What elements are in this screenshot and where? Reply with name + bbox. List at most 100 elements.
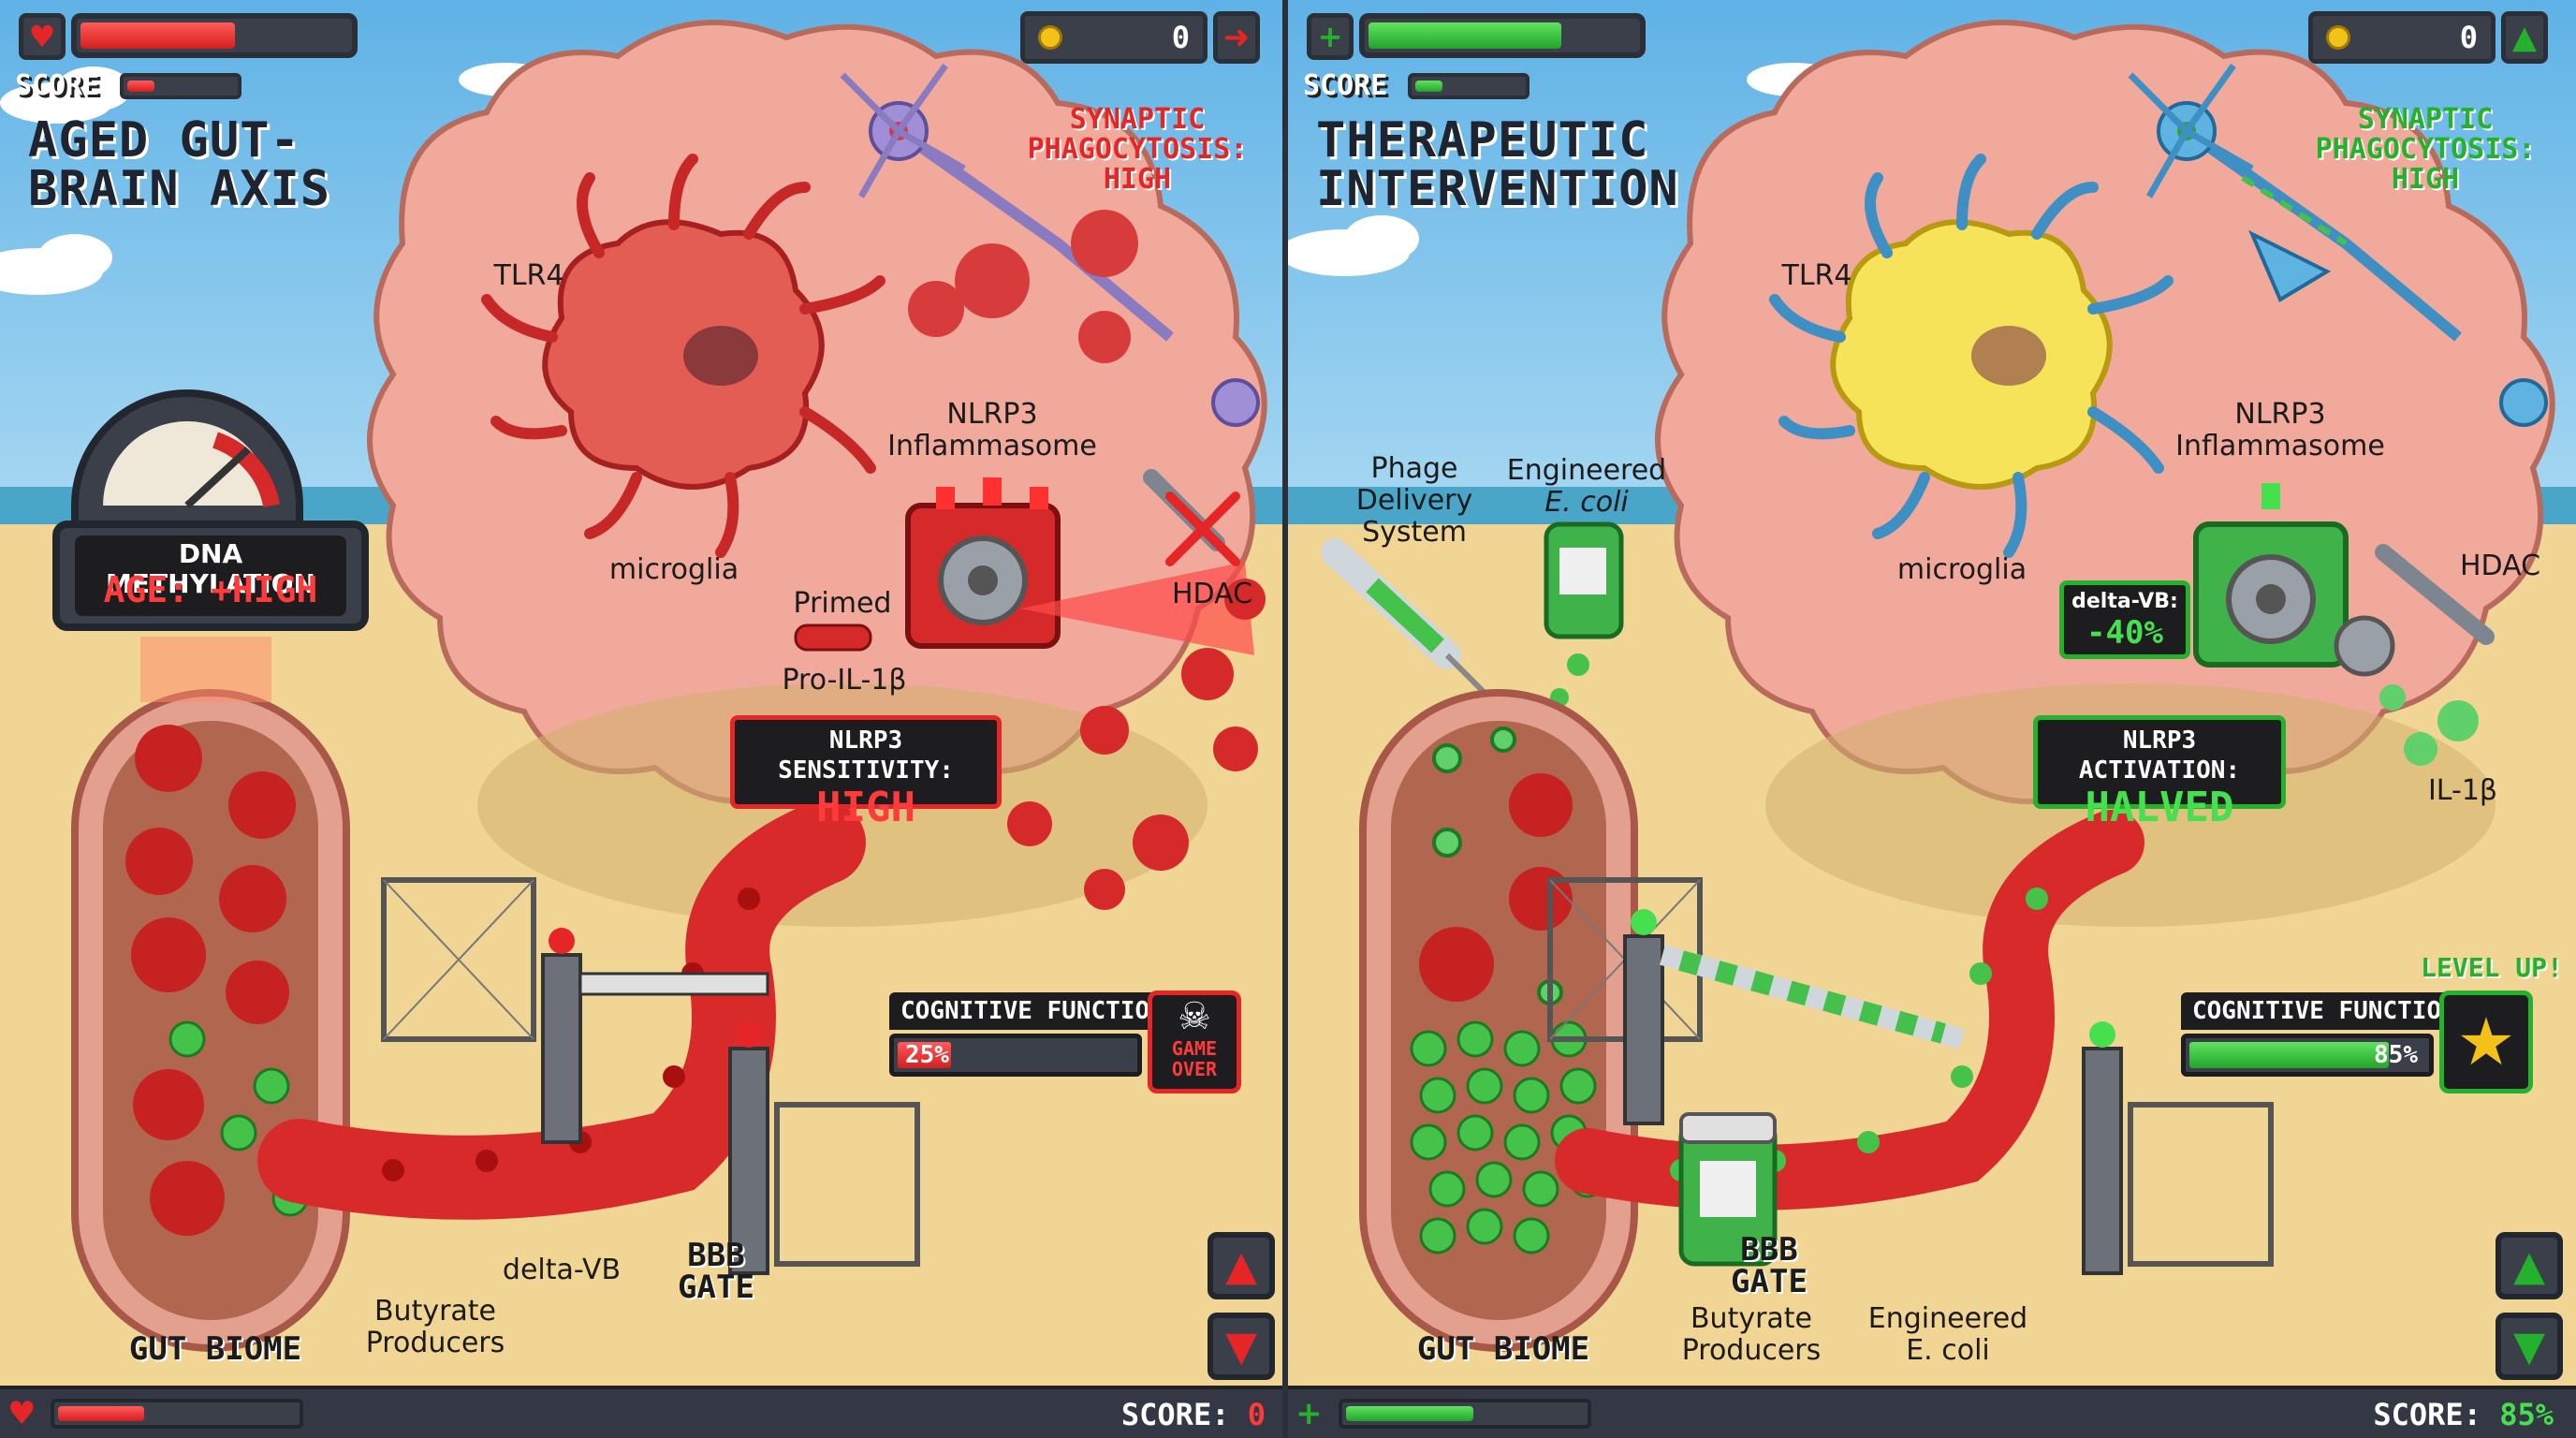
arrow-up-button-top[interactable]: ▲ <box>2501 11 2548 64</box>
engineered-ecoli-top-label: Engineered <box>1506 454 1667 487</box>
engineered-ecoli-bottom-label: Engineered E. coli <box>1867 1302 2028 1367</box>
il1b-label: IL-1β <box>2427 774 2498 807</box>
heart-icon: ♥ <box>19 13 66 60</box>
score-bar-fill <box>1415 81 1443 92</box>
health-bar <box>1359 13 1646 58</box>
microglia-yellow <box>1769 154 2174 558</box>
phage-delivery-label: Phage Delivery System <box>1355 452 1473 549</box>
score-label: SCORE <box>15 69 100 102</box>
bottom-score-value: 85% <box>2499 1397 2554 1432</box>
butyrate-producer-cells-abundant <box>1410 1020 1606 1255</box>
gut-biome-label: GUT BIOME <box>128 1330 302 1368</box>
neuron-blue <box>2128 63 2548 427</box>
arrow-up-button[interactable]: ▲ <box>2496 1232 2563 1299</box>
cognitive-function-fill <box>2189 1042 2389 1068</box>
bottom-score-label: SCORE: <box>1120 1397 1230 1432</box>
heart-icon: ♥ <box>7 1395 37 1432</box>
cognitive-function-title: COGNITIVE FUNCTION <box>889 992 1176 1030</box>
left-panel-aged: ♥ SCORE 0 ➜ AGED GUT- BRAIN AXIS DNA MET… <box>0 0 1288 1438</box>
score-bar <box>1408 73 1530 99</box>
plus-icon: + <box>1295 1395 1323 1432</box>
star-icon: ★ <box>2439 990 2533 1093</box>
panel-title: AGED GUT- BRAIN AXIS <box>28 112 331 217</box>
bottom-health-fill <box>58 1406 144 1421</box>
nlrp3-activation-box: NLRP3 ACTIVATION: HALVED <box>2033 715 2286 830</box>
butyrate-producers-label: Butyrate Producers <box>365 1295 505 1359</box>
bottom-health-fill <box>1346 1406 1474 1421</box>
bottom-status-bar: + SCORE: 85% <box>1288 1386 2576 1438</box>
score-bar-fill <box>127 81 155 92</box>
microglia-label: microglia <box>1896 553 2027 586</box>
health-bar <box>71 13 358 58</box>
arrow-up-button[interactable]: ▲ <box>1208 1232 1275 1299</box>
hdac-wrench-active <box>2375 544 2495 645</box>
bottom-health-bar <box>1339 1399 1591 1429</box>
gut-tube-red <box>71 689 350 1352</box>
panel-title: THERAPEUTIC INTERVENTION <box>1316 112 1679 217</box>
nlrp3-activation-title: NLRP3 ACTIVATION: <box>2078 726 2241 785</box>
game-over-label: GAME OVER <box>1171 1037 1218 1080</box>
bottom-status-bar: ♥ SCORE: 0 <box>0 1386 1288 1438</box>
nlrp3-activation-value: HALVED <box>2085 784 2234 831</box>
bottom-score-label: SCORE: <box>2373 1397 2481 1432</box>
primed-label: Primed <box>793 587 892 620</box>
hdac-wrench-blocked <box>1143 469 1240 566</box>
gut-biome-label: GUT BIOME <box>1416 1330 1590 1368</box>
bbb-gate-label: BBB GATE <box>678 1237 754 1306</box>
vessel-cells <box>382 888 760 1181</box>
cognitive-function-value: 25% <box>905 1041 949 1069</box>
left-scene <box>0 0 1288 1438</box>
health-fill <box>80 22 235 49</box>
tlr4-label: TLR4 <box>1781 259 1852 292</box>
pathogen-bacteria <box>125 725 296 1236</box>
butyrate-jar <box>1678 1112 1778 1267</box>
nlrp3-label: NLRP3 Inflammasome <box>2175 398 2385 462</box>
synaptic-phagocytosis-label: SYNAPTIC PHAGOCYTOSIS: HIGH <box>2315 103 2536 196</box>
gut-tube-green <box>1359 689 1638 1352</box>
nlrp3-label: NLRP3 Inflammasome <box>887 398 1097 462</box>
delta-vb-label: delta-VB <box>502 1254 622 1286</box>
coin-counter: 0 <box>2308 11 2496 64</box>
cognitive-function-bar: 85% <box>2181 1034 2434 1077</box>
cognitive-function-bar: 25% <box>889 1034 1142 1077</box>
cognitive-function-panel: COGNITIVE FUNCTION 25% <box>889 992 1176 1082</box>
nlrp3-machine-green <box>2193 483 2395 677</box>
il1b-particles-reduced <box>2379 684 2479 766</box>
tlr4-label: TLR4 <box>493 259 564 292</box>
arrow-right-button[interactable]: ➜ <box>1213 11 1260 64</box>
bottom-score: SCORE: 0 <box>1121 1397 1266 1432</box>
coin-count: 0 <box>1171 20 1190 55</box>
engineered-ecoli-cells <box>1432 726 1563 1005</box>
phagocytosed-fragments <box>908 210 1138 363</box>
il1b-particles <box>1007 579 1266 910</box>
coin-counter: 0 <box>1020 11 1208 64</box>
nlrp3-sensitivity-box: NLRP3 SENSITIVITY: HIGH <box>730 715 1002 830</box>
butyrate-producers-label: Butyrate Producers <box>1681 1302 1822 1367</box>
bottom-score-value: 0 <box>1247 1397 1266 1432</box>
bottom-health-bar <box>51 1399 303 1429</box>
hdac-label: HDAC <box>2459 550 2541 582</box>
skull-icon: ☠ <box>1178 995 1211 1038</box>
hdac-label: HDAC <box>1171 578 1253 610</box>
level-up-label: LEVEL UP! <box>2421 952 2563 983</box>
cognitive-function-fill <box>898 1042 951 1068</box>
pro-il1b-capsule <box>794 624 872 652</box>
bbb-gate-open <box>1547 877 2274 1275</box>
arrow-down-button[interactable]: ▼ <box>2496 1313 2563 1380</box>
synaptic-phagocytosis-label: SYNAPTIC PHAGOCYTOSIS: HIGH <box>1027 103 1248 196</box>
bottom-score: SCORE: 85% <box>2373 1397 2554 1432</box>
microglia-label: microglia <box>608 553 739 586</box>
cognitive-function-panel: COGNITIVE FUNCTION 85% <box>2181 992 2467 1082</box>
dna-methylation-gauge <box>52 389 369 702</box>
phage-syringe <box>1321 538 1487 696</box>
arrow-down-button[interactable]: ▼ <box>1208 1313 1275 1380</box>
cognitive-function-title: COGNITIVE FUNCTION <box>2181 992 2467 1030</box>
engineered-ecoli-bottle <box>1544 521 1624 639</box>
inflammatory-spray <box>1020 562 1254 655</box>
bbb-gate-closed <box>381 877 920 1275</box>
delta-vb-value: -40% <box>2086 614 2163 652</box>
coin-icon <box>1038 25 1062 50</box>
game-over-badge: ☠ GAME OVER <box>1148 990 1241 1093</box>
gauge-title: DNA METHYLATION <box>106 538 315 599</box>
microglia-red <box>481 154 886 558</box>
